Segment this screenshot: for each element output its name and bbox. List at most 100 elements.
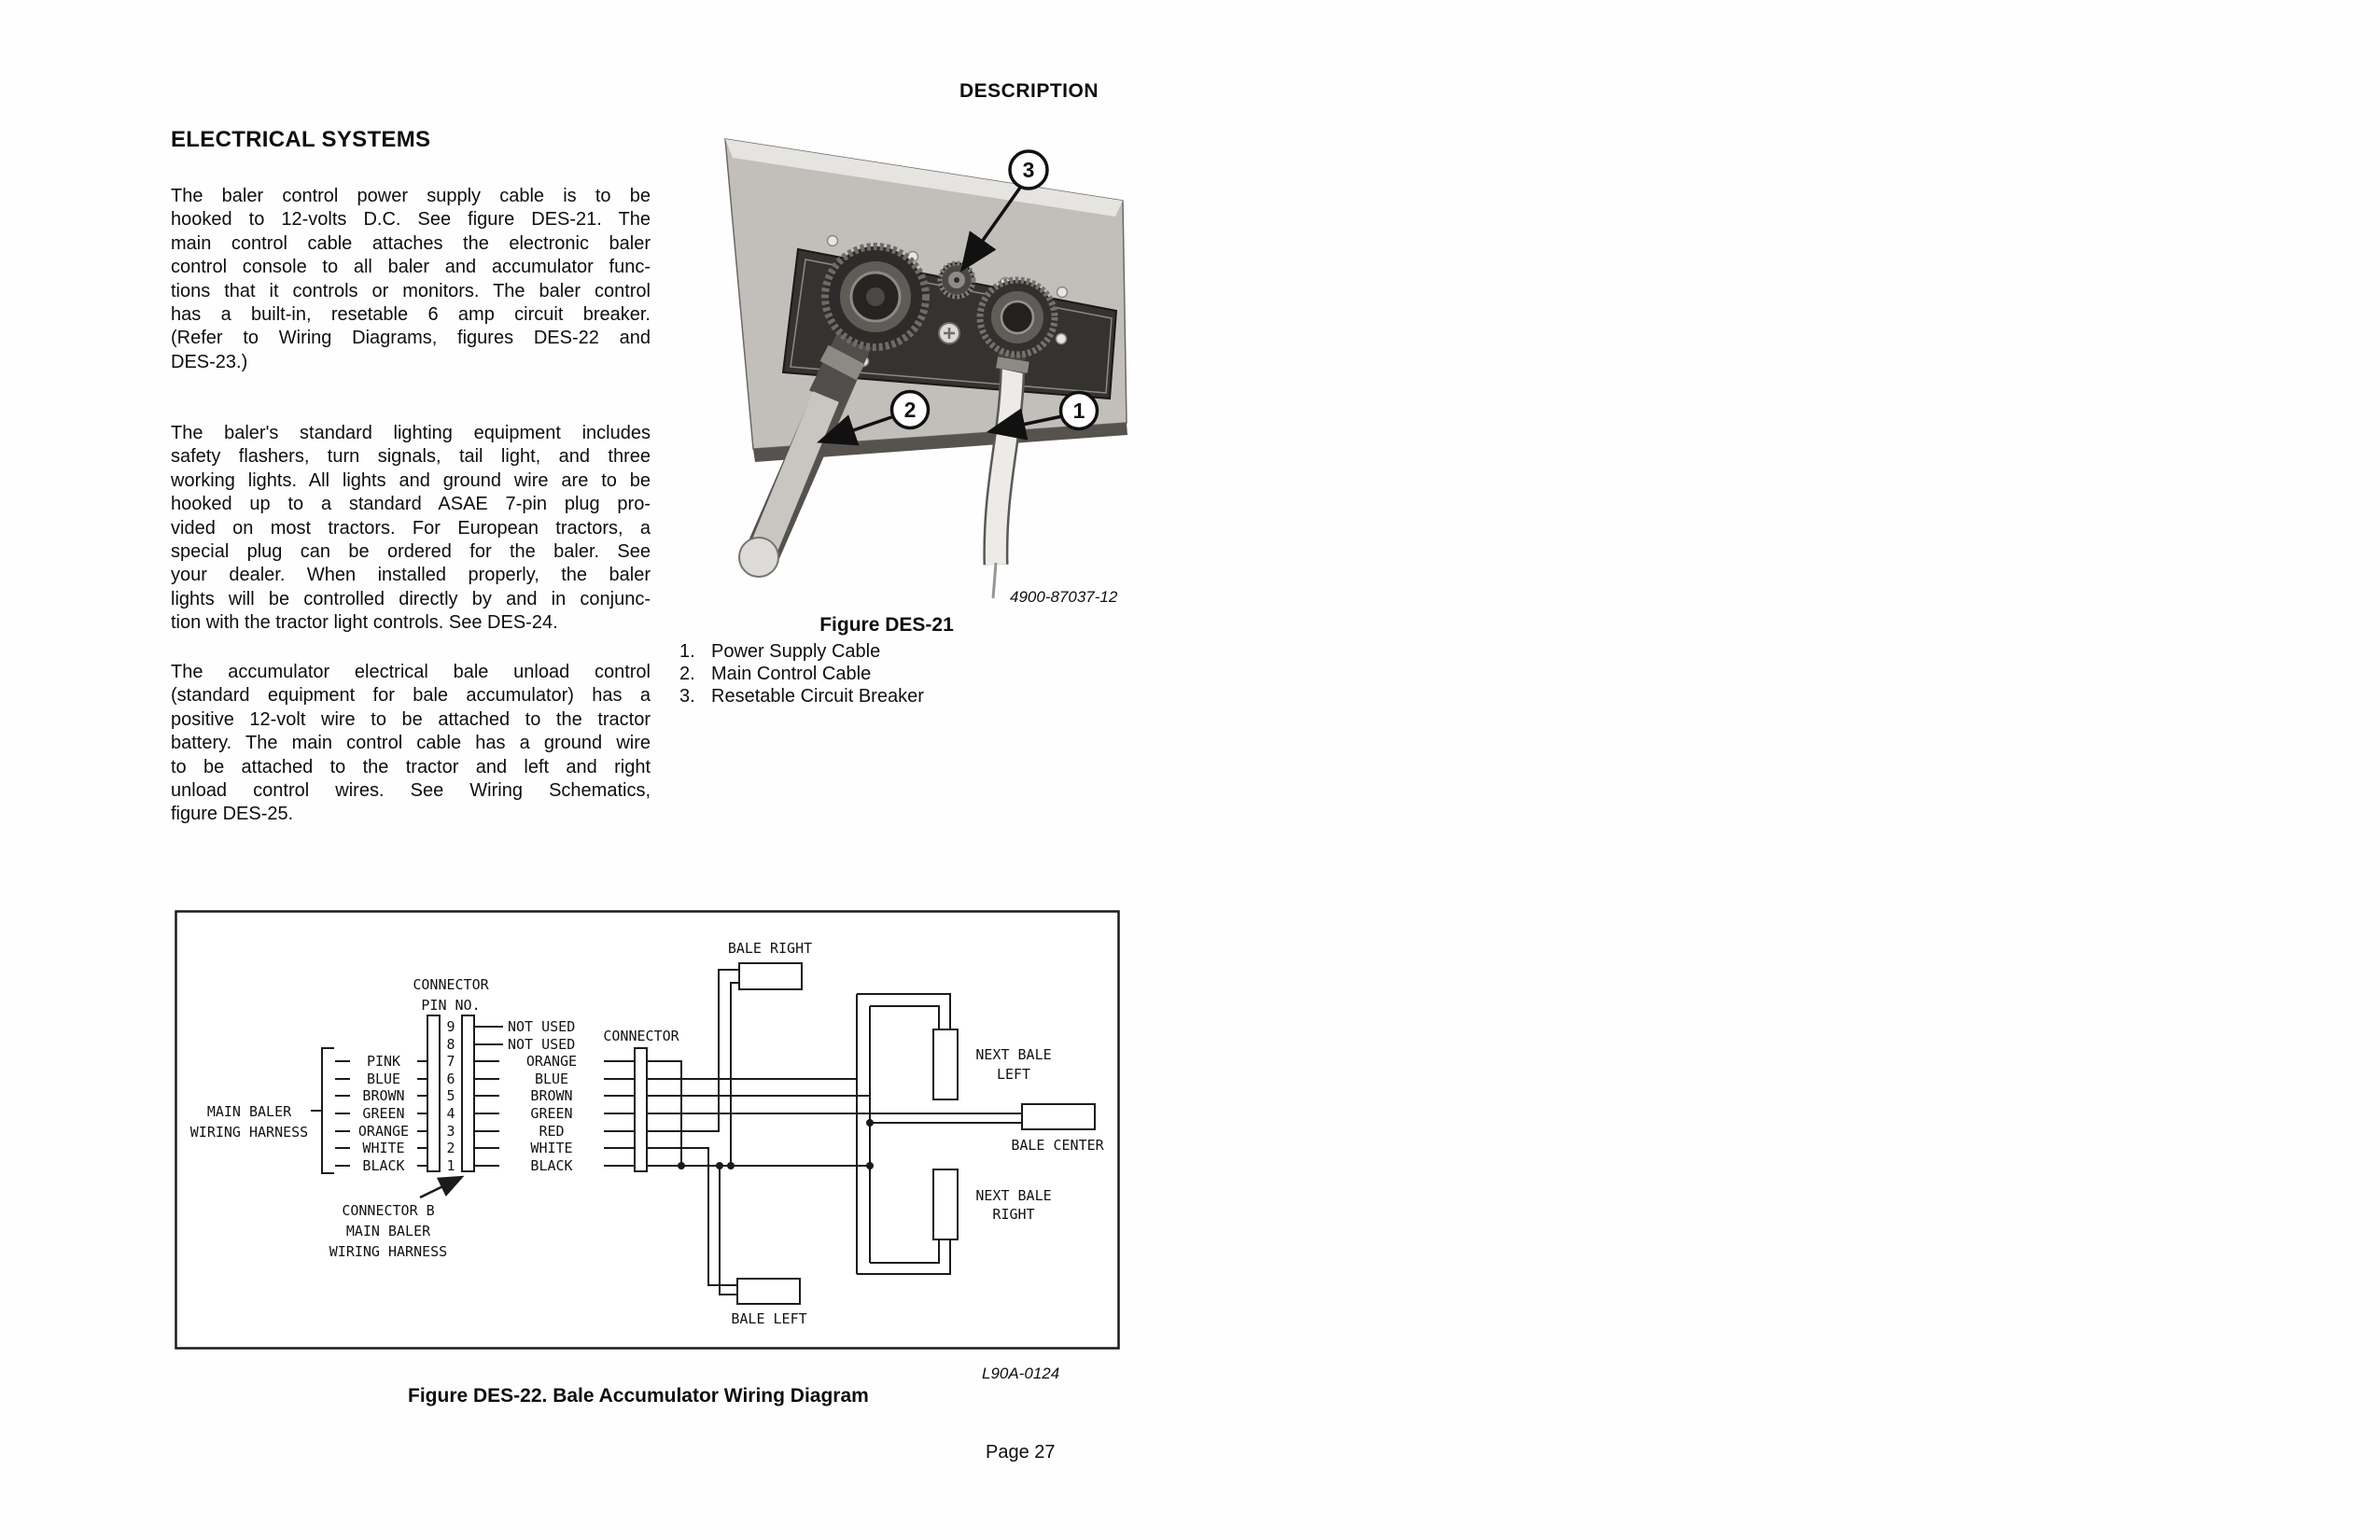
text-line: lights will be controlled directly by an… [171,588,651,609]
wire-color-label: GREEN [530,1105,572,1122]
text-line: The accumulator electrical bale unload c… [171,662,651,682]
figure-des21-photo-code: 4900-87037-12 [1010,588,1118,606]
svg-text:1: 1 [446,1157,455,1174]
text-line: to be attached to the tractor and left a… [171,756,651,777]
svg-text:5: 5 [446,1087,455,1104]
connector-pin-numbers: 9 8 7 6 5 4 3 2 1 [446,1018,455,1174]
svg-text:3: 3 [446,1123,455,1140]
wire-color-label: BLACK [530,1157,572,1174]
right-wires: ORANGE BLUE BROWN GREEN RED WHITE BLACK [474,1052,635,1174]
wiring-diagram: CONNECTOR PIN NO. MAIN BALER WIRING HARN… [175,910,1120,1350]
section-header: DESCRIPTION [959,80,1099,102]
connector-label: CONNECTOR [603,1028,679,1044]
connector-pin-heading-line1: CONNECTOR [413,976,489,993]
legend-item: 3. Resetable Circuit Breaker [679,685,924,707]
connector-b-bar-left [427,1015,441,1172]
text-line: hooked to 12-volts D.C. See figure DES-2… [171,209,651,231]
legend-item-number: 2. [679,664,695,684]
next-bale-left-box [932,1029,959,1100]
text-line: hooked up to a standard ASAE 7-pin plug … [171,494,651,515]
circuit-breaker [937,260,976,300]
text-line: The baler control power supply cable is … [171,186,651,206]
callout-1: 1 [986,390,1099,441]
text-line: battery. The main control cable has a gr… [171,733,651,754]
wire-color-label: GREEN [362,1105,404,1122]
wire-color-label: NOT USED [508,1018,575,1035]
text-line: your dealer. When installed properly, th… [171,565,651,586]
bale-left-box [736,1278,801,1305]
legend-item: 2. Main Control Cable [679,663,924,685]
svg-text:2: 2 [446,1140,455,1156]
console-top-edge [725,139,1123,217]
connector-b-arrow [419,1175,465,1199]
text-line: tions that it controls or monitors. The … [171,280,651,301]
figure-des22-photo-code: L90A-0124 [982,1365,1060,1382]
connector-pin-heading-line2: PIN NO. [421,997,480,1014]
svg-text:7: 7 [446,1053,455,1070]
wire-color-label: RED [539,1123,564,1140]
text-line: positive 12-volt wire to be attached to … [171,708,651,730]
next-bale-right-box [932,1169,959,1240]
callout-2: 2 [817,389,931,446]
figure-des22-diagram: CONNECTOR PIN NO. MAIN BALER WIRING HARN… [175,910,1120,1351]
callout-1-number: 1 [1073,399,1085,423]
text-line: (standard equipment for bale accumulator… [171,685,651,707]
wire-color-label: ORANGE [526,1053,577,1070]
text-line: tion with the tractor light controls. Se… [171,612,558,634]
wire-color-label: BLUE [535,1071,568,1087]
callout-2-number: 2 [904,398,917,422]
svg-text:6: 6 [446,1071,455,1087]
legend-item-number: 3. [679,686,695,707]
legend-item-label: Power Supply Cable [711,641,881,662]
figure-des22-caption: Figure DES-22. Bale Accumulator Wiring D… [408,1385,869,1407]
text-line: The baler's standard lighting equipment … [171,423,651,443]
wire-color-label: ORANGE [358,1123,409,1140]
text-line: vided on most tractors. For European tra… [171,517,651,539]
bale-left-label: BALE LEFT [731,1310,806,1327]
legend-item-number: 1. [679,641,695,662]
text-line: figure DES-25. [171,804,294,825]
page-number: Page 27 [986,1442,1056,1463]
text-line: DES-23.) [171,351,248,372]
connector-b-label-line1: CONNECTOR B [342,1202,434,1219]
connector-b-label-line2: MAIN BALER [346,1223,431,1239]
paragraph-2: The baler's standard lighting equipment … [171,422,651,636]
callout-3: 3 [959,149,1049,273]
figure-des21-photo: 3 2 1 [705,126,1143,602]
wire-color-label: PINK [367,1053,400,1070]
main-harness-label-line1: MAIN BALER [207,1103,292,1120]
legend-item-label: Main Control Cable [711,664,872,684]
figure-des21-caption: Figure DES-21 [819,614,954,636]
paragraph-3: The accumulator electrical bale unload c… [171,661,651,827]
text-line: working lights. All lights and ground wi… [171,469,651,491]
paragraph-1: The baler control power supply cable is … [171,185,651,374]
svg-text:8: 8 [446,1036,455,1053]
next-bale-right-label-line1: NEXT BALE [975,1187,1051,1204]
next-bale-left-label-line2: LEFT [997,1066,1030,1083]
svg-text:4: 4 [446,1105,455,1122]
legend-item: 1. Power Supply Cable [679,640,924,663]
bale-center-label: BALE CENTER [1011,1137,1104,1154]
callout-3-number: 3 [1023,158,1035,182]
harness-bracket [311,1047,334,1174]
main-harness-label-line2: WIRING HARNESS [190,1124,308,1141]
left-wires: PINK BLUE BROWN GREEN ORANGE WHITE BLACK [335,1052,427,1174]
power-supply-cable [983,357,1026,599]
text-line: safety flashers, turn signals, tail ligh… [171,446,651,468]
page-title: ELECTRICAL SYSTEMS [171,127,431,152]
text-line: special plug can be ordered for the bale… [171,541,651,563]
bale-right-label: BALE RIGHT [728,940,812,957]
next-bale-left-label-line1: NEXT BALE [975,1046,1051,1063]
wire-color-label: BLUE [367,1071,400,1087]
connector-b-bar-right [461,1015,475,1172]
phillips-screw [938,322,960,344]
next-bale-right-label-line2: RIGHT [992,1206,1034,1223]
bale-right-box [738,962,803,990]
text-line: control console to all baler and accumul… [171,257,651,278]
power-supply-connector [976,276,1058,374]
wire-color-label: BROWN [530,1087,572,1104]
bale-center-box [1021,1103,1096,1130]
text-line: has a built-in, resetable 6 amp circuit … [171,304,651,326]
connector-b-label-line3: WIRING HARNESS [329,1243,447,1260]
